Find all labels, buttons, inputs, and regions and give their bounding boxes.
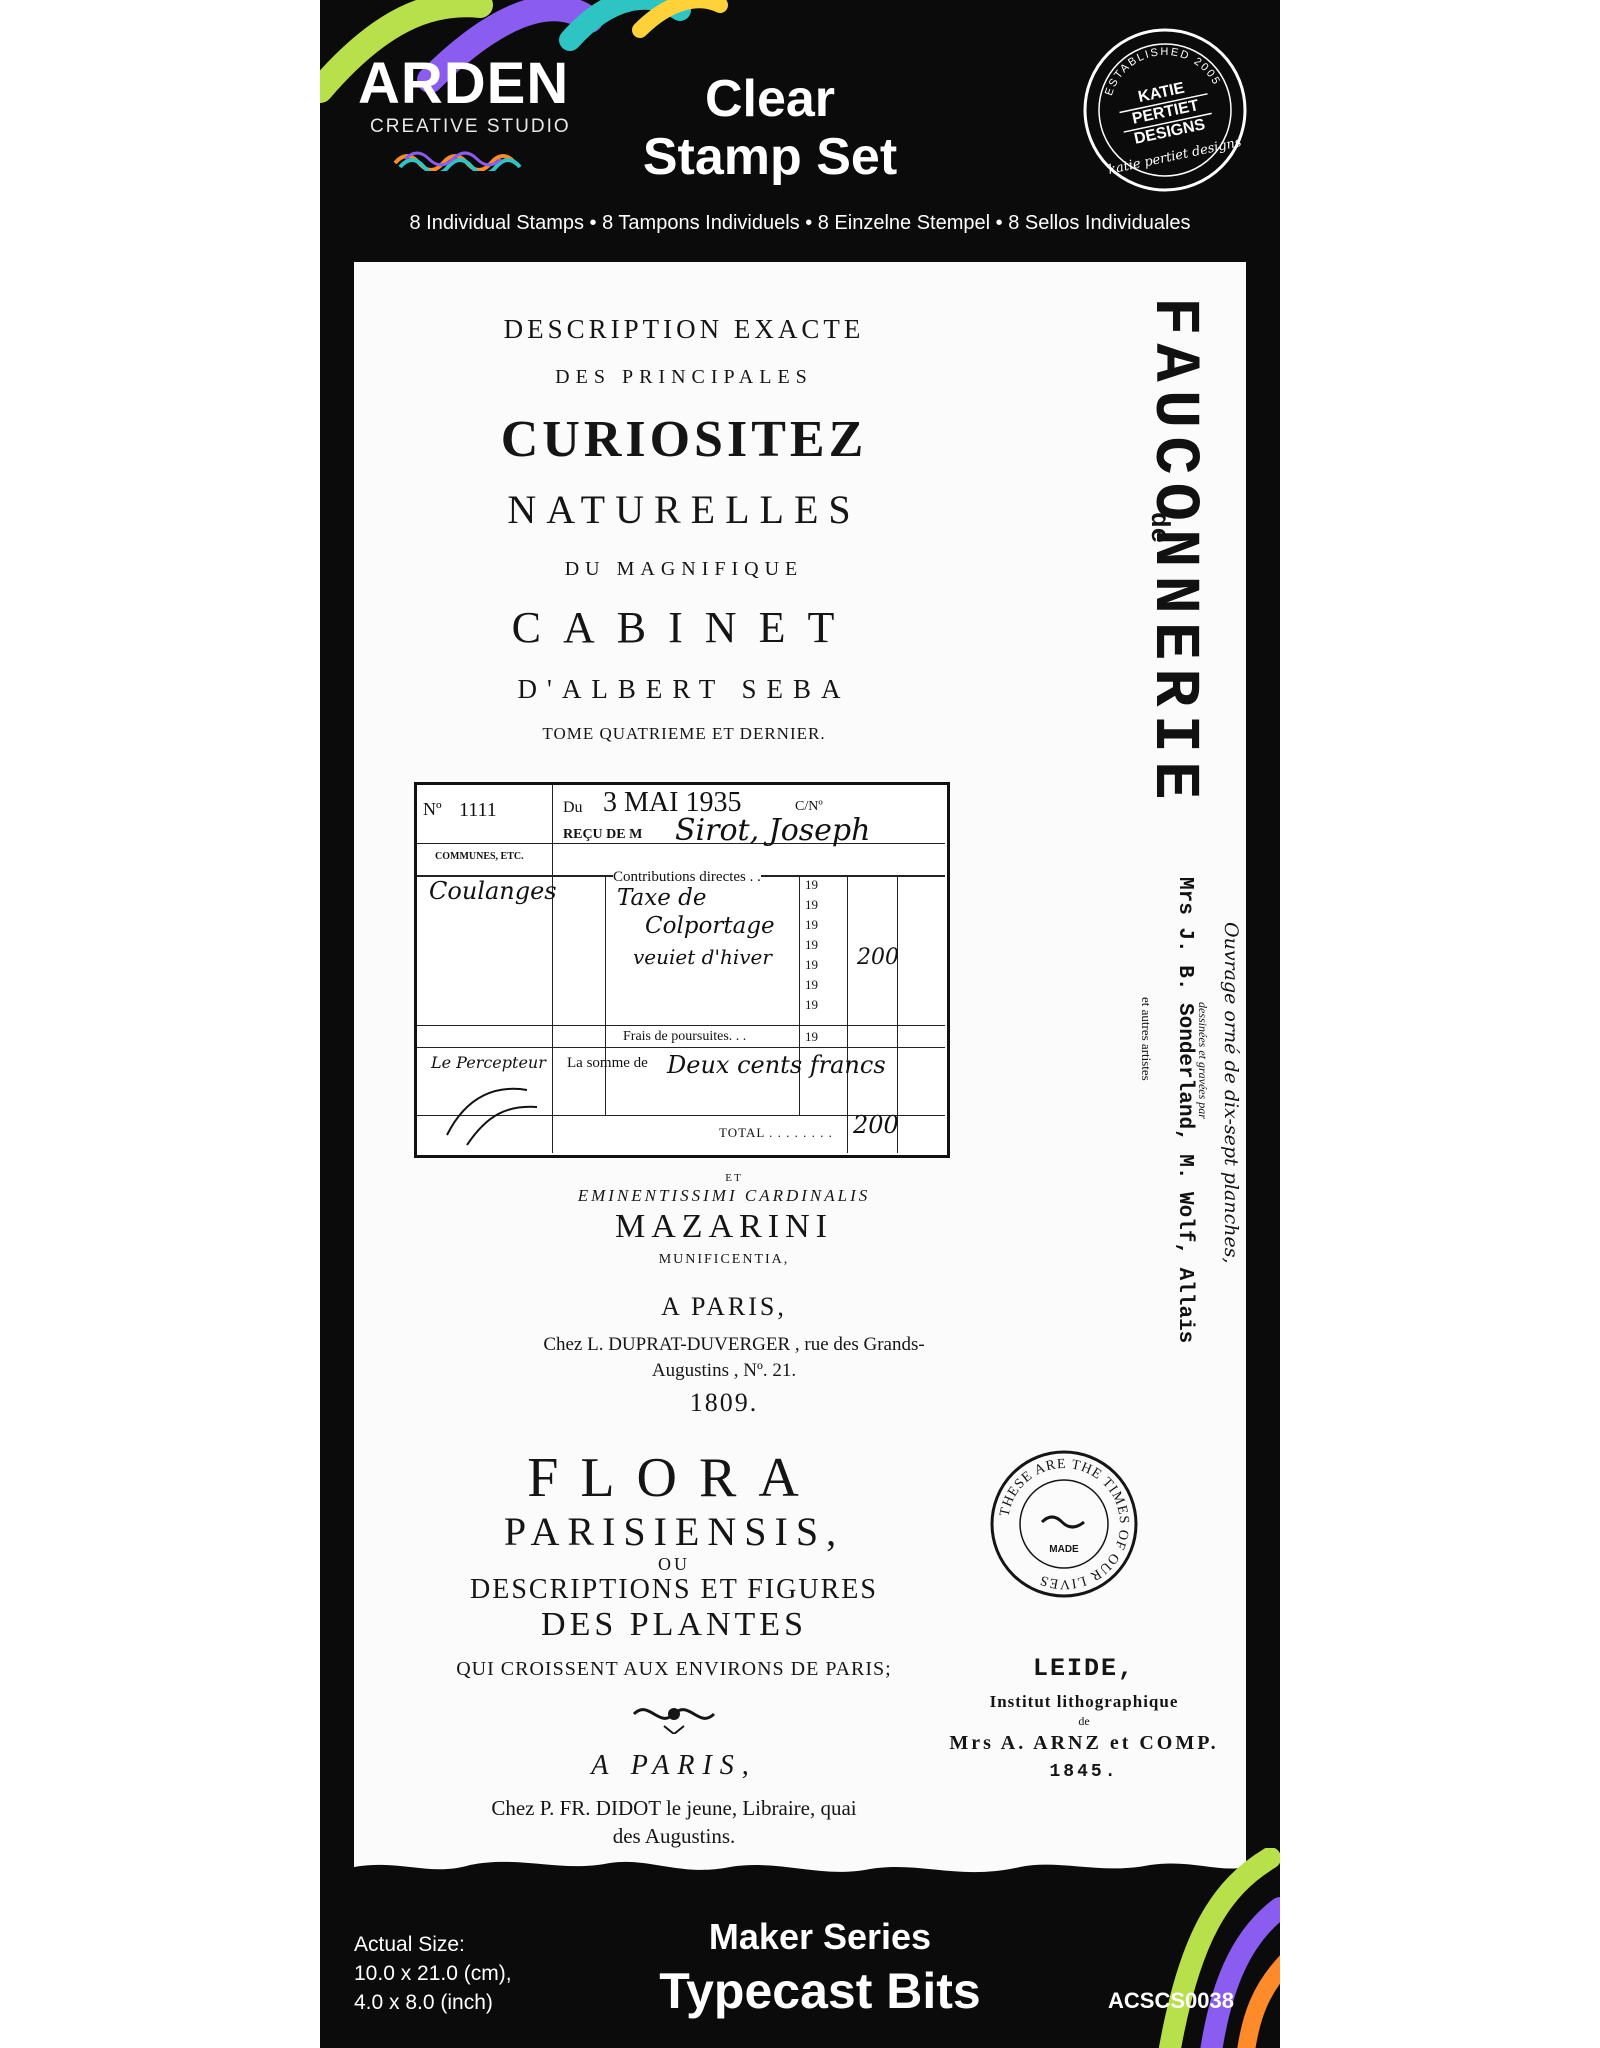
flora-line-8: Chez P. FR. DIDOT le jeune, Libraire, qu… — [491, 1796, 857, 1820]
receipt-year-5: 19 — [805, 957, 818, 972]
receipt-du-label: Du — [563, 799, 583, 816]
title-page-line-2: DES PRINCIPALES — [555, 366, 813, 388]
product-card: ARDEN CREATIVE STUDIO Clear Stamp Set ES… — [320, 0, 1280, 2048]
title-line-1: Clear — [704, 70, 836, 128]
flora-line-9: des Augustins. — [612, 1824, 736, 1848]
flora-line-2: PARISIENSIS, — [503, 1509, 845, 1554]
product-name-block: Maker Series Typecast Bits — [600, 1914, 1040, 2022]
receipt-total-label: TOTAL . . . . . . . . — [719, 1125, 833, 1140]
series-name: Maker Series — [708, 1916, 932, 1957]
receipt-date: 3 MAI 1935 — [603, 787, 742, 818]
flora-line-4: DESCRIPTIONS ET FIGURES — [470, 1574, 878, 1605]
size-cm: 10.0 x 21.0 (cm), — [354, 1962, 512, 1985]
product-type-title: Clear Stamp Set — [620, 70, 920, 186]
mazarini-line-2: MAZARINI — [615, 1208, 833, 1245]
receipt-signature: Le Percepteur — [431, 1053, 546, 1072]
receipt-payer: Sirot, Joseph — [675, 813, 871, 848]
imprint-line-3: Mrs J. B. Sonderland, M. Wolf, Allais — [1173, 877, 1196, 1344]
mazarini-line-3: MUNIFICENTIA, — [658, 1252, 790, 1267]
imprint-line-1: Ouvrage orné de dix-sept planches, — [1220, 922, 1242, 1264]
title-page-line-4: NATURELLES — [507, 487, 861, 532]
mazarini-line-5: Chez L. DUPRAT-DUVERGER , rue des Grands… — [543, 1334, 925, 1355]
svg-text:MADE: MADE — [1049, 1544, 1079, 1555]
brand-wave-icon — [393, 151, 522, 171]
flora-line-3: OU — [658, 1554, 690, 1574]
receipt-year-2: 19 — [805, 897, 818, 912]
mazarini-line-4: A PARIS, — [661, 1292, 787, 1321]
receipt-somme-label: La somme de — [567, 1055, 648, 1071]
rainbow-swoosh-top-left — [320, 0, 728, 103]
receipt-year-1: 19 — [805, 877, 818, 892]
title-line-2: Stamp Set — [642, 128, 898, 186]
receipt-line-a: Taxe de — [617, 885, 707, 911]
brand-subtitle: CREATIVE STUDIO — [370, 116, 571, 137]
stamp-sheet: DESCRIPTION EXACTE DES PRINCIPALES CURIO… — [354, 262, 1246, 1882]
leide-line-1: LEIDE, — [1032, 1654, 1135, 1683]
title-page-line-5: DU MAGNIFIQUE — [564, 558, 804, 580]
title-page-line-3: CURIOSITEZ — [500, 411, 868, 468]
receipt-frais-label: Frais de poursuites. . . — [623, 1029, 747, 1044]
receipt-contrib-label: Contributions directes . . — [613, 869, 761, 886]
sku-code: ACSCS0038 — [1108, 1988, 1234, 2013]
product-name: Typecast Bits — [659, 1963, 981, 2019]
stamp-round-postmark-icon: THESE ARE THE TIMES OF OUR LIVES MADE — [990, 1450, 1138, 1598]
rainbow-swoosh-bottom-right — [1159, 1848, 1280, 2048]
fauconnerie-de: de — [1144, 512, 1174, 544]
imprint-line-4: et autres artistes — [1139, 997, 1154, 1081]
leide-line-4: Mrs A. ARNZ et COMP. — [949, 1732, 1219, 1754]
receipt-year-3: 19 — [805, 917, 818, 932]
receipt-year-6: 19 — [805, 977, 818, 992]
flourish-ornament-icon — [632, 1708, 716, 1734]
receipt-cn-label: C/Nº — [795, 799, 823, 814]
leide-line-3: de — [1078, 1714, 1090, 1728]
receipt-somme-value: Deux cents francs — [667, 1051, 886, 1079]
receipt-number-label: Nº — [423, 799, 442, 819]
receipt-recu-label: REÇU DE M — [563, 827, 643, 842]
receipt-total-value: 200 — [853, 1111, 899, 1139]
brand-logo: ARDEN — [358, 51, 570, 116]
flora-line-6: QUI CROISSENT AUX ENVIRONS DE PARIS; — [456, 1658, 892, 1680]
receipt-line-b: Colportage — [645, 913, 775, 939]
mazarini-line-6: Augustins , Nº. 21. — [651, 1360, 797, 1381]
stamp-count-line: 8 Individual Stamps • 8 Tampons Individu… — [409, 212, 1191, 234]
receipt-year-4: 19 — [805, 937, 818, 952]
mazarini-line-7: 1809. — [689, 1388, 759, 1417]
size-label: Actual Size: — [354, 1933, 465, 1956]
stamp-receipt: Nº 1111 COMMUNES, ETC. Du 3 MAI 1935 C/N… — [414, 782, 950, 1158]
flora-line-7: A PARIS, — [591, 1750, 757, 1781]
title-page-line-6: CABINET — [511, 603, 857, 652]
size-inch: 4.0 x 8.0 (inch) — [354, 1991, 493, 2014]
title-page-line-8: TOME QUATRIEME ET DERNIER. — [542, 724, 826, 743]
torn-edge-decoration — [354, 1855, 1246, 1915]
imprint-line-2: dessinées et gravées par — [1196, 1002, 1210, 1119]
stamp-fauconnerie: FAUCONNERIE — [1124, 297, 1214, 817]
receipt-scribble-icon — [446, 1087, 538, 1146]
receipt-communes-label: COMMUNES, ETC. — [435, 851, 524, 862]
flora-line-1: FLORA — [527, 1447, 821, 1509]
title-page-line-1: DESCRIPTION EXACTE — [503, 314, 865, 344]
designer-seal-icon: ESTABLISHED 2005 KATIE PERTIET DESIGNS k… — [1083, 28, 1247, 192]
flora-line-5: DES PLANTES — [541, 1606, 807, 1643]
title-page-line-7: D'ALBERT SEBA — [517, 674, 851, 704]
fauconnerie-title: FAUCONNERIE — [1137, 297, 1209, 808]
receipt-amount: 200 — [857, 945, 899, 970]
receipt-number: 1111 — [459, 799, 497, 821]
receipt-year-7: 19 — [805, 997, 818, 1012]
actual-size-info: Actual Size: 10.0 x 21.0 (cm), 4.0 x 8.0… — [354, 1930, 512, 2017]
leide-line-2: Institut lithographique — [989, 1692, 1179, 1711]
leide-line-5: 1845. — [1049, 1762, 1119, 1782]
receipt-line-c: veuiet d'hiver — [633, 945, 772, 969]
receipt-year-8: 19 — [805, 1029, 818, 1044]
receipt-commune: Coulanges — [429, 877, 557, 905]
mazarini-line-1: EMINENTISSIMI CARDINALIS — [577, 1186, 871, 1205]
mazarini-et: ET — [725, 1172, 743, 1184]
